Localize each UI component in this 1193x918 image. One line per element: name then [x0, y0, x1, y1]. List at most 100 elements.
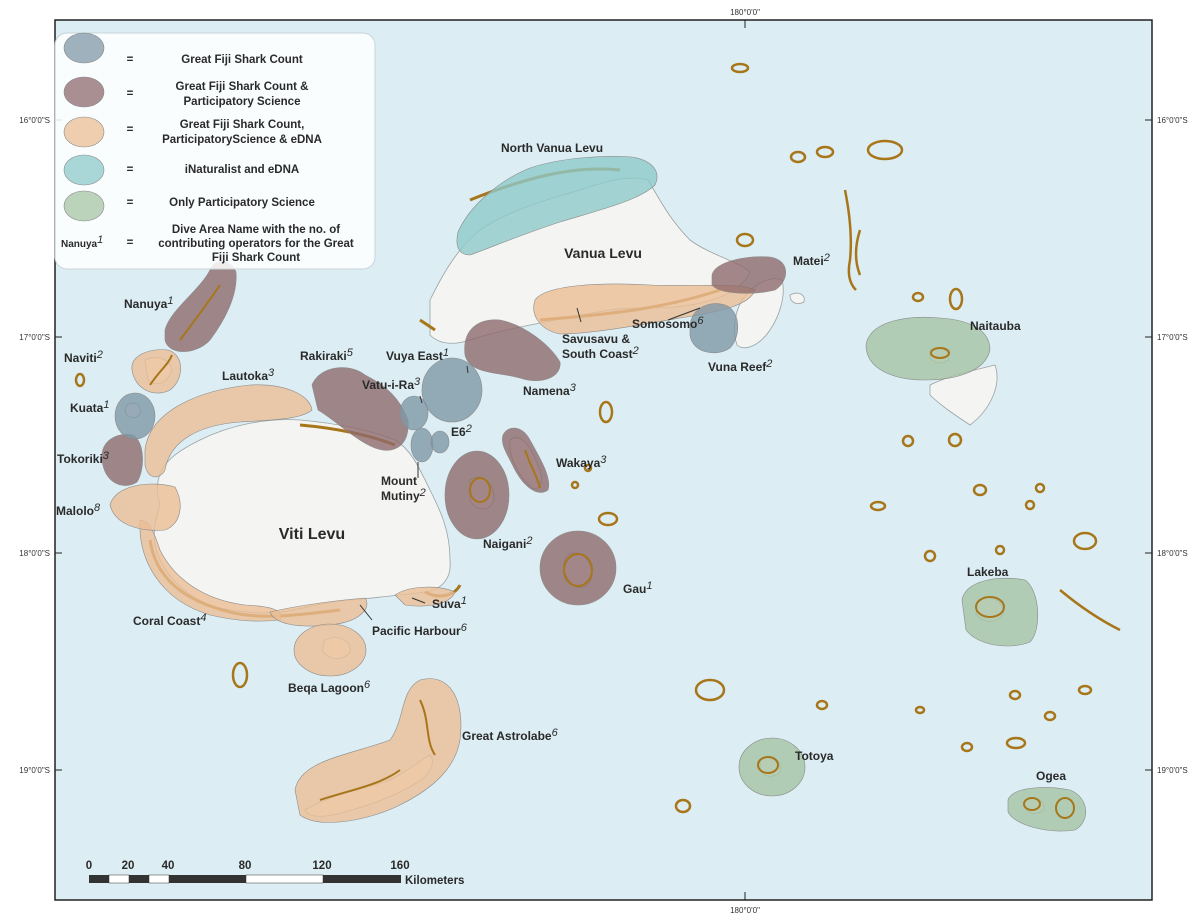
label-kuata: Kuata1 [70, 399, 109, 415]
scale-tick-0: 0 [86, 860, 92, 872]
legend-eq: = [127, 237, 134, 249]
rabi-island [789, 292, 805, 304]
naitauba-area [865, 316, 991, 381]
namena-area [464, 319, 561, 382]
lat-label-16-right: 16°0'0"S [1157, 116, 1188, 125]
totoya-area [738, 737, 806, 797]
legend-box [54, 32, 376, 270]
label-totoya: Totoya [795, 749, 834, 763]
lat-label-19-left: 19°0'0"S [19, 766, 50, 775]
label-pacific-harbour: Pacific Harbour6 [372, 622, 468, 638]
lakeba-area [961, 577, 1039, 647]
label-tokoriki: Tokoriki3 [57, 450, 110, 466]
legend-text-shark-count-participatory-l2: Participatory Science [184, 96, 301, 108]
vuya-east-area [421, 357, 483, 423]
legend-swatch-shark-count-participatory [63, 76, 105, 108]
lat-label-17-left: 17°0'0"S [19, 333, 50, 342]
scale-tick-80: 80 [239, 860, 252, 872]
north-vanua-levu-area [456, 156, 658, 256]
scale-tick-20: 20 [122, 860, 135, 872]
lat-label-19-right: 19°0'0"S [1157, 766, 1188, 775]
label-vatu-i-ra: Vatu-i-Ra3 [362, 376, 421, 392]
scale-tick-40: 40 [162, 860, 175, 872]
label-mount-mutiny-l1: Mount [381, 474, 417, 488]
vatu-i-ra-area [399, 395, 429, 431]
legend-text-inaturalist-edna: iNaturalist and eDNA [185, 164, 299, 176]
vanua-levu-label: Vanua Levu [564, 245, 642, 261]
scale-bar: 0 20 40 80 120 160 Kilometers [86, 860, 465, 887]
label-somosomo: Somosomo6 [632, 315, 704, 331]
legend-eq: = [127, 197, 134, 209]
legend-dive-text-l2: contributing operators for the Great [158, 238, 354, 250]
lat-label-18-right: 18°0'0"S [1157, 549, 1188, 558]
label-lakeba: Lakeba [967, 565, 1009, 579]
label-savusavu-l2: South Coast2 [562, 345, 639, 361]
label-nanuya: Nanuya1 [124, 295, 173, 311]
legend-dive-text-l1: Dive Area Name with the no. of [172, 224, 340, 236]
label-naigani: Naigani2 [483, 535, 532, 551]
pacific-harbour-area [269, 597, 368, 627]
legend-eq: = [127, 88, 134, 100]
lautoka-area [144, 384, 313, 478]
label-naitauba: Naitauba [970, 319, 1021, 333]
suva-area [394, 586, 456, 607]
label-savusavu-l1: Savusavu & [562, 332, 630, 346]
lagoon-reefs [149, 284, 1075, 819]
label-malolo: Malolo8 [56, 502, 101, 518]
label-suva: Suva1 [432, 595, 467, 611]
legend-swatch-shark-count-participatory-edna [63, 116, 105, 148]
label-naviti: Naviti2 [64, 349, 103, 365]
scale-unit: Kilometers [405, 875, 464, 887]
lat-label-18-left: 18°0'0"S [19, 549, 50, 558]
legend-dive-text-l3: Fiji Shark Count [212, 252, 300, 264]
viti-levu-label: Viti Levu [279, 526, 345, 543]
lat-label-17-right: 17°0'0"S [1157, 333, 1188, 342]
matei-area [711, 256, 786, 294]
malolo-area [109, 483, 181, 531]
gau-area [539, 530, 617, 606]
legend-swatch-shark-count [63, 32, 105, 64]
savusavu-area [533, 283, 756, 335]
label-vuya-east: Vuya East1 [386, 347, 449, 363]
tokoriki-area [101, 434, 143, 486]
mount-mutiny-area [410, 427, 434, 463]
scale-tick-160: 160 [390, 860, 409, 872]
vuna-reef-area [689, 303, 738, 354]
lat-label-16-left: 16°0'0"S [19, 116, 50, 125]
label-wakaya: Wakaya3 [556, 454, 607, 470]
scale-tick-120: 120 [312, 860, 331, 872]
dive-area-labels: Nanuya1 Naviti2 Lautoka3 Kuata1 Tokoriki… [56, 141, 1066, 783]
legend-text-participatory-only: Only Participatory Science [169, 197, 315, 209]
legend-eq: = [127, 124, 134, 136]
legend-text-shark-count-participatory-l1: Great Fiji Shark Count & [176, 81, 309, 93]
nanuya-area [164, 260, 237, 352]
label-namena: Namena3 [523, 382, 577, 398]
label-gau: Gau1 [623, 580, 652, 596]
great-astrolabe-area [294, 678, 462, 823]
legend-text-shark-count-participatory-edna-l1: Great Fiji Shark Count, [180, 119, 305, 131]
beqa-lagoon-area [293, 623, 367, 677]
label-ogea: Ogea [1036, 769, 1066, 783]
leader-lines [359, 307, 701, 621]
label-great-astrolabe: Great Astrolabe6 [462, 727, 559, 743]
label-mount-mutiny-l2: Mutiny2 [381, 487, 426, 503]
lon-label-bottom: 180°0'0" [730, 906, 760, 915]
label-beqa-lagoon: Beqa Lagoon6 [288, 679, 371, 695]
dive-areas [101, 156, 1086, 832]
label-lautoka: Lautoka3 [222, 367, 275, 383]
wakaya-area [502, 427, 550, 493]
e6-area [430, 430, 450, 454]
kuata-area [114, 392, 156, 440]
label-rakiraki: Rakiraki5 [300, 347, 354, 363]
legend-swatch-participatory-only [63, 190, 105, 222]
viti-levu-land [153, 419, 451, 614]
naigani-area [444, 450, 510, 540]
legend-dive-sample: Nanuya1 [61, 234, 103, 250]
outlying-reefs [74, 62, 1121, 814]
label-north-vanua-levu: North Vanua Levu [501, 141, 603, 155]
label-e6: E62 [451, 423, 472, 439]
lon-label-top: 180°0'0" [730, 8, 760, 17]
legend-text-shark-count-participatory-edna-l2: ParticipatoryScience & eDNA [162, 134, 322, 146]
